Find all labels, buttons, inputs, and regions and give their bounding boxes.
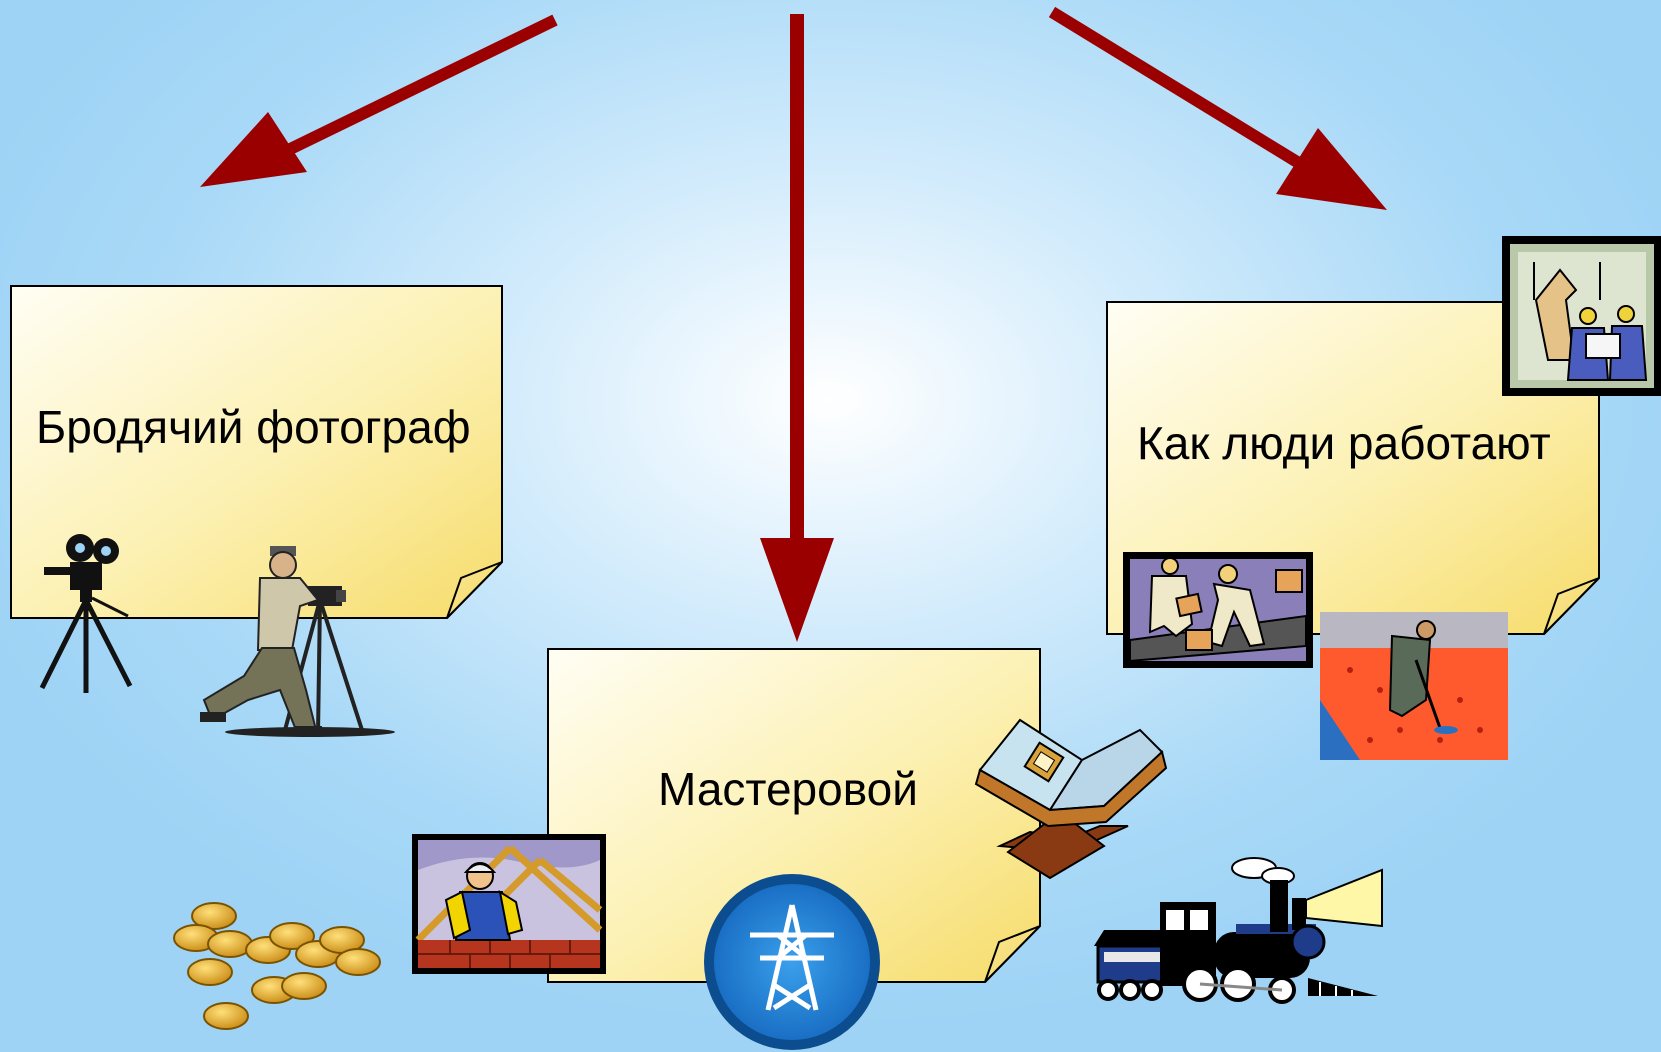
note-label-how-people-work: Как люди работают [1137,417,1551,469]
note-wandering-photographer [10,285,503,619]
open-book-icon [974,718,1168,880]
arrow-left [200,14,558,187]
power-tower-icon [704,874,880,1050]
factory-workers-icon [1123,552,1313,668]
engineers-icon [1502,236,1661,396]
note-craftsman [547,648,1041,983]
coins-icon [173,902,381,1030]
photographer-icon [200,546,395,737]
arrow-center [760,14,834,642]
note-how-people-work [1106,301,1600,635]
note-label-craftsman: Мастеровой [658,763,918,815]
arrow-right [1048,6,1387,210]
field-worker-icon [1320,612,1508,760]
note-label-wandering-photographer: Бродячий фотограф [36,401,471,453]
roof-builder-icon [412,834,606,974]
steam-train-icon [1094,857,1383,1004]
movie-camera-icon [39,534,133,693]
